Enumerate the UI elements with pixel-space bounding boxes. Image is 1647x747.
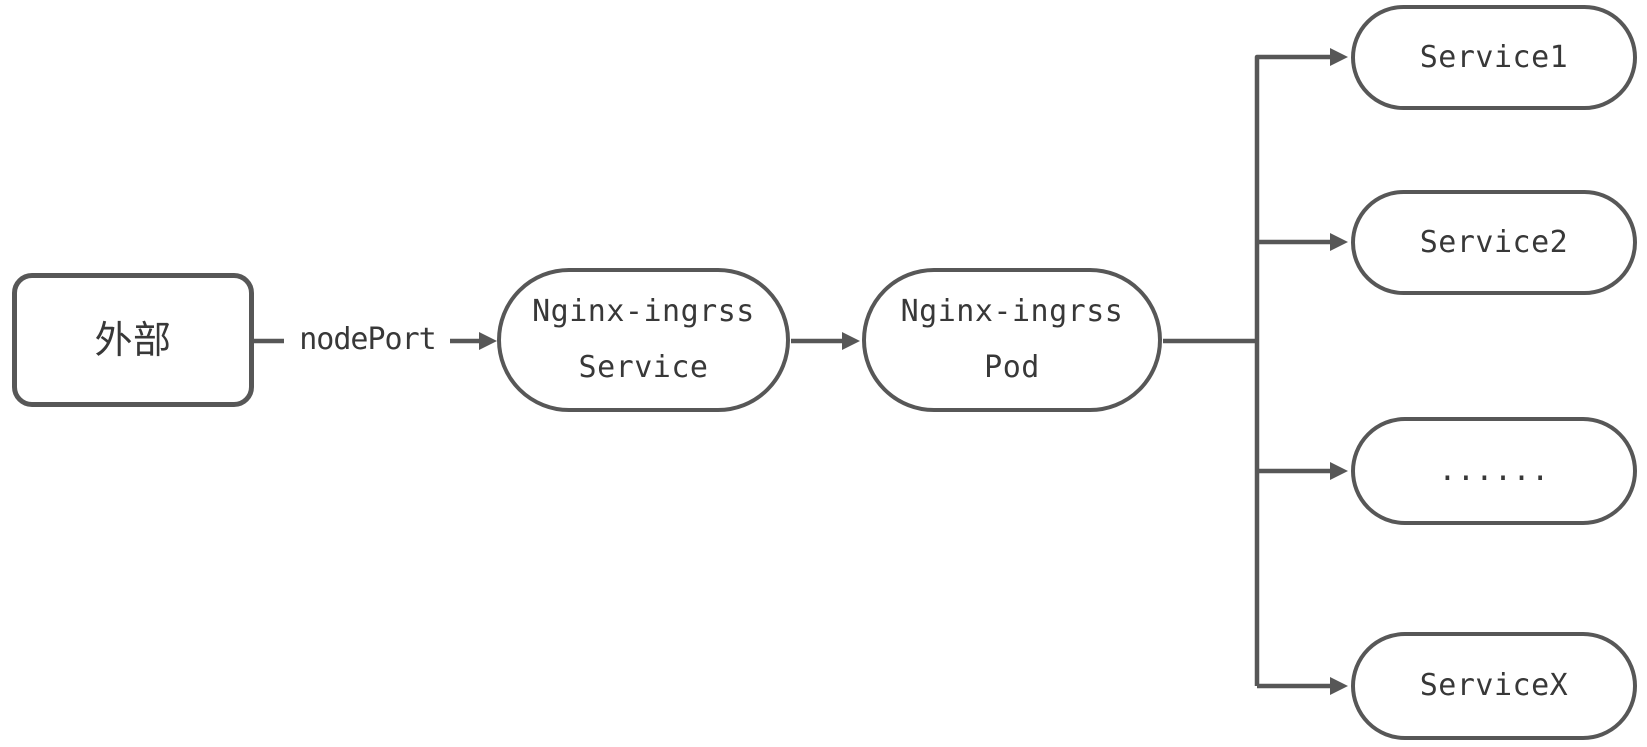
edge-label-nodeport: nodePort (299, 322, 437, 357)
node-nginx-ingress-pod-label-line2: Pod (984, 350, 1040, 385)
node-nginx-ingress-pod: Nginx-ingrss Pod (862, 268, 1162, 412)
node-servicex: ServiceX (1351, 632, 1637, 740)
node-service1: Service1 (1351, 5, 1637, 110)
node-service-ellipsis: ...... (1351, 417, 1637, 525)
edge-service-to-pod-arrowhead (842, 332, 860, 350)
edge-trunk-and-branch-service1 (1254, 54, 1331, 686)
node-servicex-label: ServiceX (1419, 668, 1569, 703)
edge-servicex-arrowhead (1330, 677, 1348, 695)
edge-nodeport-arrowhead (479, 332, 497, 350)
node-external: 外部 (12, 273, 254, 407)
edge-ellipsis-arrowhead (1330, 462, 1348, 480)
node-service-ellipsis-label: ...... (1438, 453, 1550, 488)
node-service2: Service2 (1351, 190, 1637, 295)
node-nginx-ingress-pod-label-line1: Nginx-ingrss (900, 294, 1124, 329)
node-nginx-ingress-service-label-line2: Service (578, 350, 709, 385)
node-service1-label: Service1 (1419, 39, 1569, 75)
edge-service1-arrowhead (1330, 48, 1348, 66)
node-service2-label: Service2 (1419, 224, 1569, 260)
node-nginx-ingress-service-label-line1: Nginx-ingrss (532, 294, 755, 329)
node-external-label: 外部 (94, 318, 172, 362)
node-nginx-ingress-service: Nginx-ingrss Service (497, 268, 790, 412)
edge-service2-arrowhead (1330, 233, 1348, 251)
